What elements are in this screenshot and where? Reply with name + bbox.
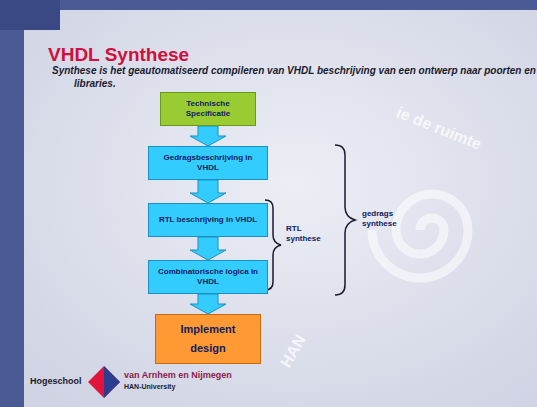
process-box: Gedragsbeschrijving in VHDL — [148, 146, 268, 180]
block-arrow — [190, 180, 226, 203]
process-box: Combinatorische logica in VHDL — [148, 260, 268, 294]
bracket-label: gedrags synthese — [362, 209, 412, 230]
bracket-label: RTL synthese — [286, 224, 332, 245]
spiral-watermark — [372, 194, 468, 278]
logo-text: HAN-University — [124, 382, 224, 391]
process-box: RTL beschrijving in VHDL — [148, 203, 268, 237]
box-text: Combinatorische logica in VHDL — [155, 267, 261, 287]
subtitle: Synthese is het geautomatiseerd compiler… — [52, 64, 537, 90]
logo-text: van Arnhem en Nijmegen — [124, 370, 274, 382]
top-band — [0, 0, 537, 10]
corner-block — [0, 0, 60, 30]
block-arrow — [190, 126, 226, 146]
gedrags-brace — [335, 145, 355, 295]
result-box: Implement design — [155, 314, 261, 364]
box-text: Technische Specificatie — [167, 99, 249, 119]
logo-diamond — [88, 366, 120, 398]
slide-title: VHDL Synthese — [48, 44, 189, 66]
left-band — [0, 0, 24, 407]
process-box: Technische Specificatie — [160, 92, 256, 126]
logo-text: Hogeschool — [30, 376, 90, 388]
box-text: Implement design — [162, 320, 254, 357]
watermark: ie de ruimte — [393, 103, 531, 175]
box-text: Gedragsbeschrijving in VHDL — [155, 153, 261, 173]
box-text: RTL beschrijving in VHDL — [159, 215, 257, 225]
block-arrow — [190, 294, 226, 314]
block-arrow — [190, 237, 226, 260]
watermark: HAN — [276, 309, 324, 371]
